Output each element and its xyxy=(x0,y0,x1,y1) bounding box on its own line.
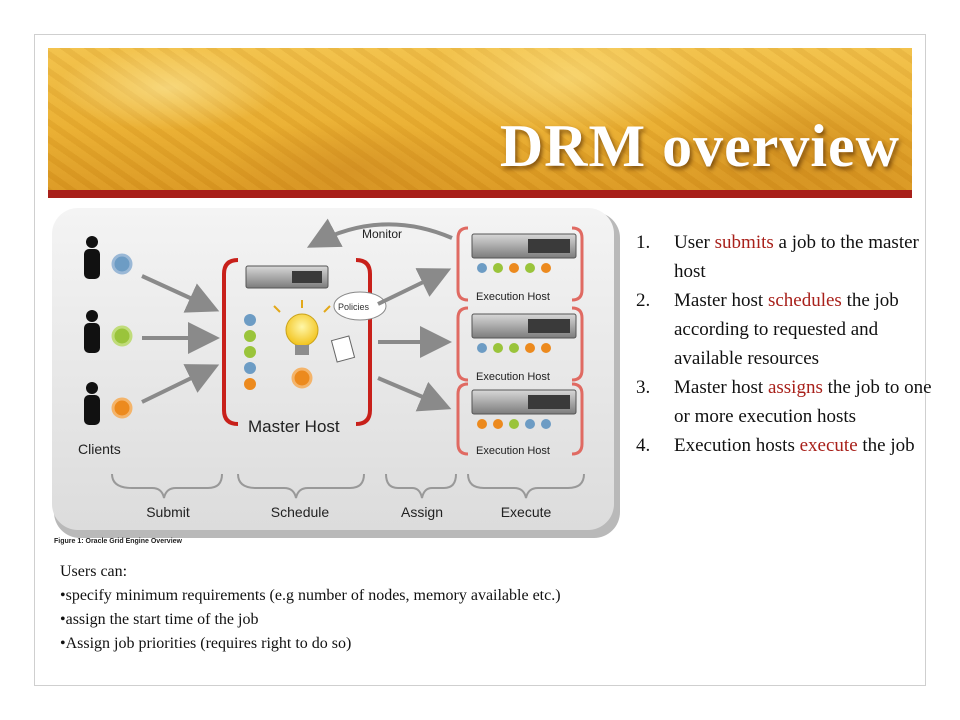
client-job-orange-icon xyxy=(111,397,133,419)
capability-item: •assign the start time of the job xyxy=(60,611,259,628)
title-banner xyxy=(48,48,912,194)
client-job-green-icon xyxy=(111,325,133,347)
submit-arrow-3 xyxy=(141,364,220,404)
submit-brace xyxy=(111,473,223,499)
queued-job-orange-icon xyxy=(244,378,256,390)
capability-item: •specify minimum requirements (e.g numbe… xyxy=(60,587,561,604)
step-item: 3. Master host assigns the job to one or … xyxy=(636,373,936,431)
execution-host-label-1: Execution Host xyxy=(476,291,550,303)
step-keyword: schedules xyxy=(767,290,842,311)
execution-host-3 xyxy=(456,382,584,456)
step-text: the job according to requested and avail… xyxy=(674,290,899,369)
capability-item: •Assign job priorities (requires right t… xyxy=(60,635,352,652)
queued-job-blue-icon xyxy=(244,314,256,326)
assign-arrow-3 xyxy=(377,376,452,412)
figure-caption: Figure 1: Oracle Grid Engine Overview xyxy=(54,538,182,545)
grid-engine-diagram: Clients Policies Master Host Monitor xyxy=(52,208,620,538)
capabilities-heading: Users can: xyxy=(60,563,128,580)
step-item: 4. Execution hosts execute the job xyxy=(636,431,936,460)
assign-brace xyxy=(385,473,457,499)
execution-host-1 xyxy=(456,226,584,302)
policy-document-icon xyxy=(330,335,356,363)
phase-execute: Execute xyxy=(501,504,552,520)
step-keyword: execute xyxy=(799,435,858,456)
step-number: 2. xyxy=(636,290,651,311)
submit-arrow-1 xyxy=(141,274,220,313)
execution-host-2 xyxy=(456,306,584,382)
client-job-blue-icon xyxy=(111,253,133,275)
user-capabilities: Users can: •specify minimum requirements… xyxy=(60,560,820,656)
execution-host-label-2: Execution Host xyxy=(476,371,550,383)
master-host-label: Master Host xyxy=(248,417,340,436)
execute-brace xyxy=(467,473,585,499)
queued-job-blue-icon xyxy=(244,362,256,374)
client-3 xyxy=(84,382,100,425)
step-number: 4. xyxy=(636,435,651,456)
phase-submit: Submit xyxy=(146,504,190,520)
master-bracket-left xyxy=(222,258,239,426)
assign-arrow-1 xyxy=(377,268,452,306)
step-text: Execution hosts xyxy=(674,435,800,456)
client-2 xyxy=(84,310,100,353)
monitor-arrow xyxy=(306,218,453,248)
step-keyword: assigns xyxy=(767,377,823,398)
master-server-panel xyxy=(292,271,322,283)
phase-schedule: Schedule xyxy=(271,504,330,520)
execution-host-label-3: Execution Host xyxy=(476,445,550,457)
master-bracket-right xyxy=(355,258,372,426)
step-text: the job to one or more execution hosts xyxy=(674,377,932,427)
step-number: 1. xyxy=(636,232,651,253)
steps-list: 1.User submits a job to the master host … xyxy=(636,228,936,460)
policies-label: Policies xyxy=(338,302,370,312)
step-item: 2. Master host schedules the job accordin… xyxy=(636,286,936,373)
queued-job-green-icon xyxy=(244,346,256,358)
queued-job-green-icon xyxy=(244,330,256,342)
slide-title: DRM overview xyxy=(499,113,900,179)
step-number: 3. xyxy=(636,377,651,398)
scheduled-job-orange-icon xyxy=(291,367,313,389)
client-1 xyxy=(84,236,100,279)
step-text: Master host xyxy=(674,290,768,311)
clients-label: Clients xyxy=(78,441,121,457)
step-item: 1. User submits a job to the master host xyxy=(636,228,936,286)
phase-assign: Assign xyxy=(401,504,443,520)
step-text: Master host xyxy=(674,377,768,398)
step-text: the job xyxy=(857,435,915,456)
schedule-brace xyxy=(237,473,365,499)
lightbulb-icon xyxy=(273,300,331,355)
step-keyword: submits xyxy=(714,232,774,253)
step-text: User xyxy=(674,232,715,253)
policies-cloud xyxy=(333,291,387,321)
title-underline xyxy=(48,190,912,198)
step-text: a job to the master host xyxy=(674,232,919,282)
monitor-label: Monitor xyxy=(362,227,402,241)
